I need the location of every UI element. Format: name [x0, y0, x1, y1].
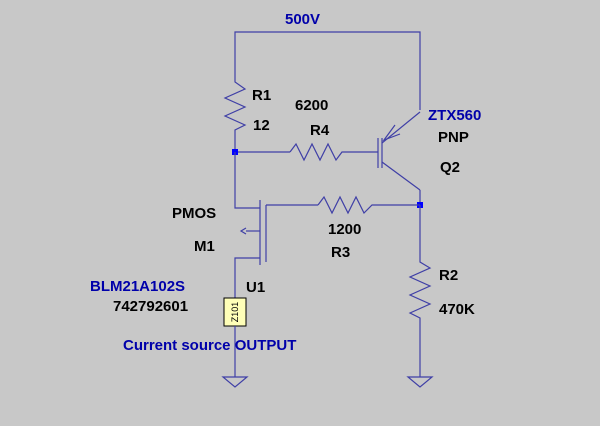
resistor-r3[interactable]	[317, 195, 420, 215]
transistor-m1[interactable]	[234, 152, 318, 298]
q2-type: PNP	[438, 129, 469, 146]
r4-name: R4	[310, 122, 330, 139]
u1-name: U1	[246, 279, 265, 296]
resistor-r1[interactable]	[223, 78, 247, 152]
r4-value: 6200	[295, 97, 328, 114]
r1-name: R1	[252, 87, 271, 104]
u1-symbol-text: Z101	[230, 302, 240, 323]
r3-value: 1200	[328, 221, 361, 238]
output-label: Current source OUTPUT	[123, 337, 296, 354]
m1-type: PMOS	[172, 205, 216, 222]
r2-name: R2	[439, 267, 458, 284]
ground-symbol-left	[221, 376, 249, 388]
r2-value: 470K	[439, 301, 475, 318]
q2-name: Q2	[440, 159, 460, 176]
u1-part-number: 742792601	[113, 298, 188, 315]
ground-symbol-right	[406, 376, 434, 388]
m1-name: M1	[194, 238, 215, 255]
ferrite-u1[interactable]: Z101	[223, 297, 247, 377]
supply-rail	[234, 31, 421, 110]
resistor-r4[interactable]	[289, 142, 378, 162]
r3-name: R3	[331, 244, 350, 261]
resistor-r2[interactable]	[408, 205, 432, 377]
u1-model: BLM21A102S	[90, 278, 185, 295]
q2-model: ZTX560	[428, 107, 481, 124]
transistor-q2[interactable]	[377, 111, 421, 191]
r1-value: 12	[253, 117, 270, 134]
supply-label: 500V	[285, 11, 320, 28]
